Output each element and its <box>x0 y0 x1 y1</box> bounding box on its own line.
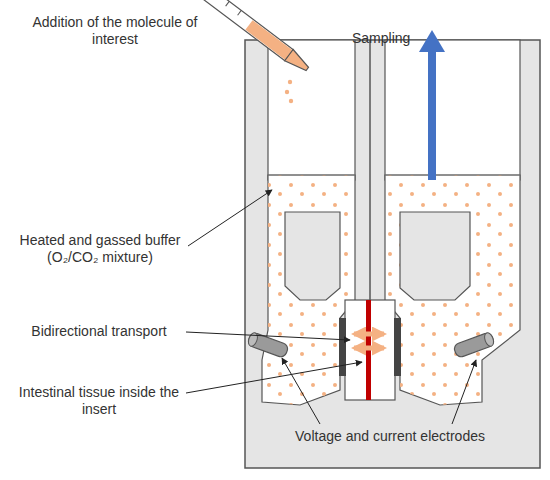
insert-clamp <box>339 318 346 376</box>
left-buffer-dots <box>262 175 355 405</box>
drop <box>285 90 289 94</box>
chamber-divider <box>369 40 371 300</box>
electrode <box>453 332 495 359</box>
leader-line <box>452 360 476 424</box>
callout-label: Voltage and current electrodes <box>270 428 510 445</box>
leader-line <box>186 332 350 340</box>
sampling-arrowhead <box>419 30 445 52</box>
right-reservoir <box>385 40 520 180</box>
drop <box>288 80 292 84</box>
right-inner-block <box>400 212 470 300</box>
callout-label: Heated and gassed buffer (O₂/CO₂ mixture… <box>14 232 186 266</box>
leader-line <box>188 190 272 246</box>
left-buffer-level <box>268 175 355 176</box>
callout-label: Sampling <box>352 30 424 47</box>
tissue-insert <box>345 300 395 400</box>
leader-line <box>282 358 320 424</box>
chamber-body <box>245 40 540 468</box>
drop <box>289 99 293 103</box>
callout-label: Intestinal tissue inside the insert <box>14 384 184 418</box>
transport-arrow <box>354 346 384 351</box>
insert-clamp <box>394 318 401 376</box>
sampling-arrow <box>428 50 436 180</box>
pipette <box>185 0 312 75</box>
transport-arrow <box>354 332 384 337</box>
right-buffer <box>385 175 520 405</box>
left-reservoir <box>268 40 355 180</box>
leader-line <box>186 362 362 393</box>
callout-label: Addition of the molecule of interest <box>20 14 210 48</box>
callout-label: Bidirectional transport <box>14 323 184 340</box>
right-buffer-dots <box>385 175 520 405</box>
left-inner-block <box>285 212 340 300</box>
left-buffer <box>262 175 355 405</box>
right-buffer-level <box>385 175 520 176</box>
